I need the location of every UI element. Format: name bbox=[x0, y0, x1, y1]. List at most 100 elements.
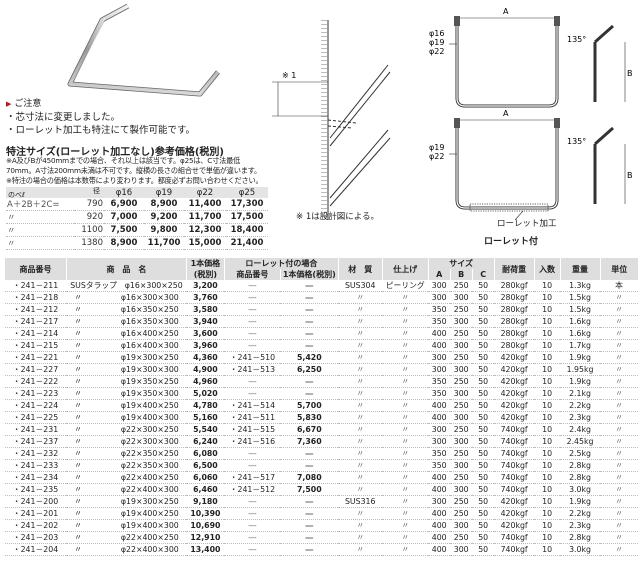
size-a: 400 bbox=[428, 507, 451, 521]
header-material: 材 質 bbox=[337, 258, 383, 280]
knurl-code: ― bbox=[224, 531, 281, 545]
size-a: 300 bbox=[428, 495, 451, 509]
finish: 〃 bbox=[382, 339, 429, 353]
knurl-code: ― bbox=[224, 291, 281, 305]
size-c: 50 bbox=[472, 411, 495, 425]
knurl-code: ・241－515 bbox=[224, 423, 281, 437]
product-code: ・241－234 bbox=[4, 471, 67, 485]
knurl-code: ― bbox=[224, 303, 281, 317]
product-name: 〃 φ22×300×250 bbox=[66, 423, 187, 437]
product-code: ・241－232 bbox=[4, 447, 67, 461]
size-a: 400 bbox=[428, 531, 451, 545]
weight: 2.4kg bbox=[560, 423, 600, 437]
size-a: 350 bbox=[428, 459, 451, 473]
size-b: 300 bbox=[450, 483, 473, 497]
size-a: 400 bbox=[428, 411, 451, 425]
size-b: 250 bbox=[450, 303, 473, 317]
ref-col-19: φ19 bbox=[144, 187, 184, 198]
dia-top-2: φ19 bbox=[429, 38, 444, 47]
unit: 〃 bbox=[600, 543, 638, 557]
weight: 1.3kg bbox=[560, 280, 600, 293]
finish: 〃 bbox=[382, 387, 429, 401]
quantity: 10 bbox=[534, 327, 561, 341]
material: 〃 bbox=[338, 435, 383, 449]
knurl-price: ― bbox=[280, 543, 339, 557]
knurl-code: ― bbox=[224, 519, 281, 533]
load-capacity: 280kgf bbox=[494, 280, 535, 293]
quantity: 10 bbox=[534, 435, 561, 449]
unit-price: 6,240 bbox=[186, 435, 225, 449]
ref-price-16: 8,900 bbox=[110, 238, 138, 248]
header-load: 耐荷重 bbox=[493, 258, 535, 280]
unit-price: 3,760 bbox=[186, 291, 225, 305]
product-code: ・241－212 bbox=[4, 303, 67, 317]
product-name: 〃 φ22×400×250 bbox=[66, 471, 187, 485]
weight: 2.8kg bbox=[560, 471, 600, 485]
size-c: 50 bbox=[472, 327, 495, 341]
load-capacity: 420kgf bbox=[494, 411, 535, 425]
knurl-price: ― bbox=[280, 387, 339, 401]
finish: 〃 bbox=[382, 519, 429, 533]
material: 〃 bbox=[338, 423, 383, 437]
ref-row-label: 〃 bbox=[7, 239, 16, 249]
size-c: 50 bbox=[472, 315, 495, 329]
quantity: 10 bbox=[534, 447, 561, 461]
load-capacity: 740kgf bbox=[494, 423, 535, 437]
size-a: 300 bbox=[428, 291, 451, 305]
quantity: 10 bbox=[534, 483, 561, 497]
unit: 〃 bbox=[600, 303, 638, 317]
unit-price: 13,400 bbox=[186, 543, 225, 557]
weight: 2.5kg bbox=[560, 447, 600, 461]
note-line-2: ・ローレット加工も特注にて製作可能です。 bbox=[6, 125, 196, 136]
material: 〃 bbox=[338, 387, 383, 401]
product-code: ・241－225 bbox=[4, 411, 67, 425]
material: 〃 bbox=[338, 471, 383, 485]
product-code: ・241－227 bbox=[4, 363, 67, 377]
notes-heading: ご注意 bbox=[6, 98, 256, 111]
product-name: 〃 φ22×400×300 bbox=[66, 543, 187, 557]
size-b: 300 bbox=[450, 363, 473, 377]
product-code: ・241－217 bbox=[4, 315, 67, 329]
header-knurl-price: 1本価格(税別) bbox=[279, 269, 339, 280]
load-capacity: 740kgf bbox=[494, 543, 535, 557]
ref-row-label: 〃 bbox=[7, 226, 16, 236]
knurl-code: ― bbox=[224, 459, 281, 473]
quantity: 10 bbox=[534, 303, 561, 317]
product-table: 商品番号 商 品 名 1本価格 (税別) ローレット付の場合 材 質 仕上げ サ… bbox=[4, 258, 638, 557]
size-b: 250 bbox=[450, 471, 473, 485]
unit: 〃 bbox=[600, 291, 638, 305]
product-name: 〃 φ19×400×250 bbox=[66, 507, 187, 521]
knurl-code: ・241－513 bbox=[224, 363, 281, 377]
finish: 〃 bbox=[382, 495, 429, 509]
header-code: 商品番号 bbox=[4, 258, 67, 280]
product-code: ・241－223 bbox=[4, 387, 67, 401]
load-capacity: 420kgf bbox=[494, 507, 535, 521]
product-code: ・241－231 bbox=[4, 423, 67, 437]
header-weight: 重量 bbox=[559, 258, 600, 280]
size-b: 300 bbox=[450, 387, 473, 401]
finish: 〃 bbox=[382, 471, 429, 485]
knurl-processing-label: ローレット加工 bbox=[497, 219, 557, 229]
material: 〃 bbox=[338, 303, 383, 317]
size-b: 250 bbox=[450, 495, 473, 509]
knurl-price: ― bbox=[280, 495, 339, 509]
ref-row-label: 〃 bbox=[7, 213, 16, 223]
weight: 2.2kg bbox=[560, 399, 600, 413]
unit-price: 6,060 bbox=[186, 471, 225, 485]
product-code: ・241－211 bbox=[4, 280, 67, 293]
size-b: 250 bbox=[450, 327, 473, 341]
size-c: 50 bbox=[472, 483, 495, 497]
unit-price: 3,940 bbox=[186, 315, 225, 329]
material: 〃 bbox=[338, 375, 383, 389]
product-name: 〃 φ22×400×300 bbox=[66, 483, 187, 497]
unit: 〃 bbox=[600, 339, 638, 353]
